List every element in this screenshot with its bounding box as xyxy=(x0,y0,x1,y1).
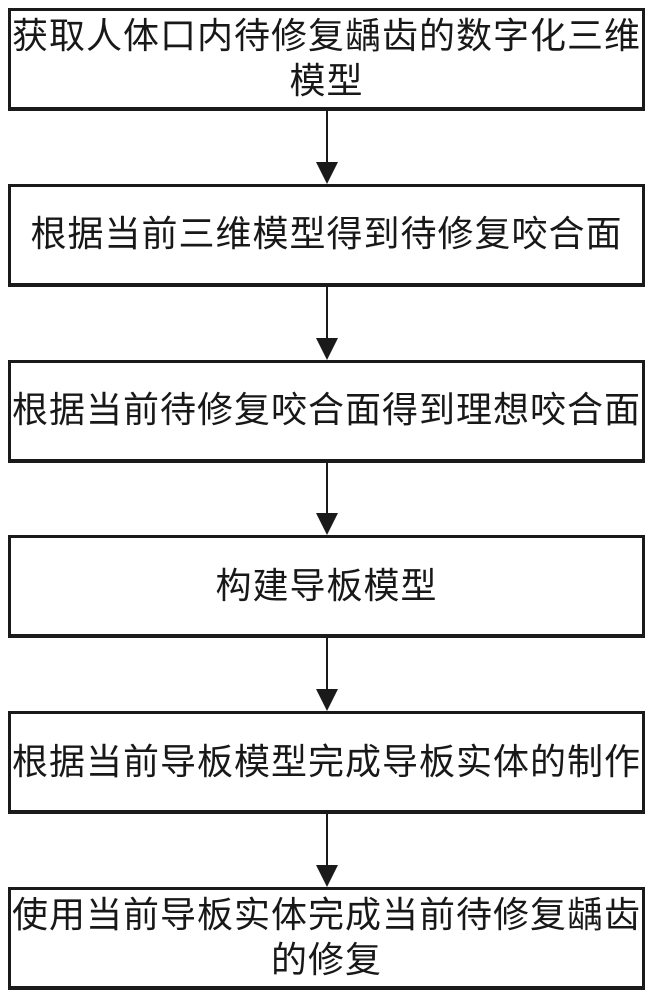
flow-step-box-3: 根据当前待修复咬合面得到理想咬合面 xyxy=(8,359,645,463)
flow-step-label: 获取人体口内待修复龋齿的数字化三维 模型 xyxy=(11,15,641,101)
arrow-down-icon xyxy=(315,161,338,184)
down-arrow-connector xyxy=(8,111,645,184)
arrow-down-icon xyxy=(315,864,338,887)
down-arrow-connector xyxy=(8,638,645,712)
arrow-down-icon xyxy=(315,513,338,536)
arrow-line xyxy=(325,286,328,340)
flow-step-box-6: 使用当前导板实体完成当前待修复龋齿 的修复 xyxy=(8,886,645,990)
flow-step-label: 构建导板模型 xyxy=(215,565,438,606)
flow-step-box-2: 根据当前三维模型得到待修复咬合面 xyxy=(8,183,645,287)
flow-step-label: 根据当前待修复咬合面得到理想咬合面 xyxy=(11,389,641,430)
down-arrow-connector xyxy=(8,814,645,887)
arrow-down-icon xyxy=(315,337,338,360)
flow-step-box-4: 构建导板模型 xyxy=(8,535,645,639)
down-arrow-connector xyxy=(8,462,645,536)
flow-step-label: 使用当前导板实体完成当前待修复龋齿 的修复 xyxy=(11,894,641,980)
arrow-line xyxy=(325,814,328,867)
flow-step-label: 根据当前导板模型完成导板实体的制作 xyxy=(11,741,641,782)
arrow-down-icon xyxy=(315,689,338,712)
flow-step-box-1: 获取人体口内待修复龋齿的数字化三维 模型 xyxy=(8,8,645,111)
arrow-line xyxy=(325,111,328,164)
down-arrow-connector xyxy=(8,286,645,360)
flow-step-box-5: 根据当前导板模型完成导板实体的制作 xyxy=(8,711,645,815)
arrow-line xyxy=(325,462,328,516)
arrow-line xyxy=(325,638,328,692)
flow-step-label: 根据当前三维模型得到待修复咬合面 xyxy=(30,214,623,255)
